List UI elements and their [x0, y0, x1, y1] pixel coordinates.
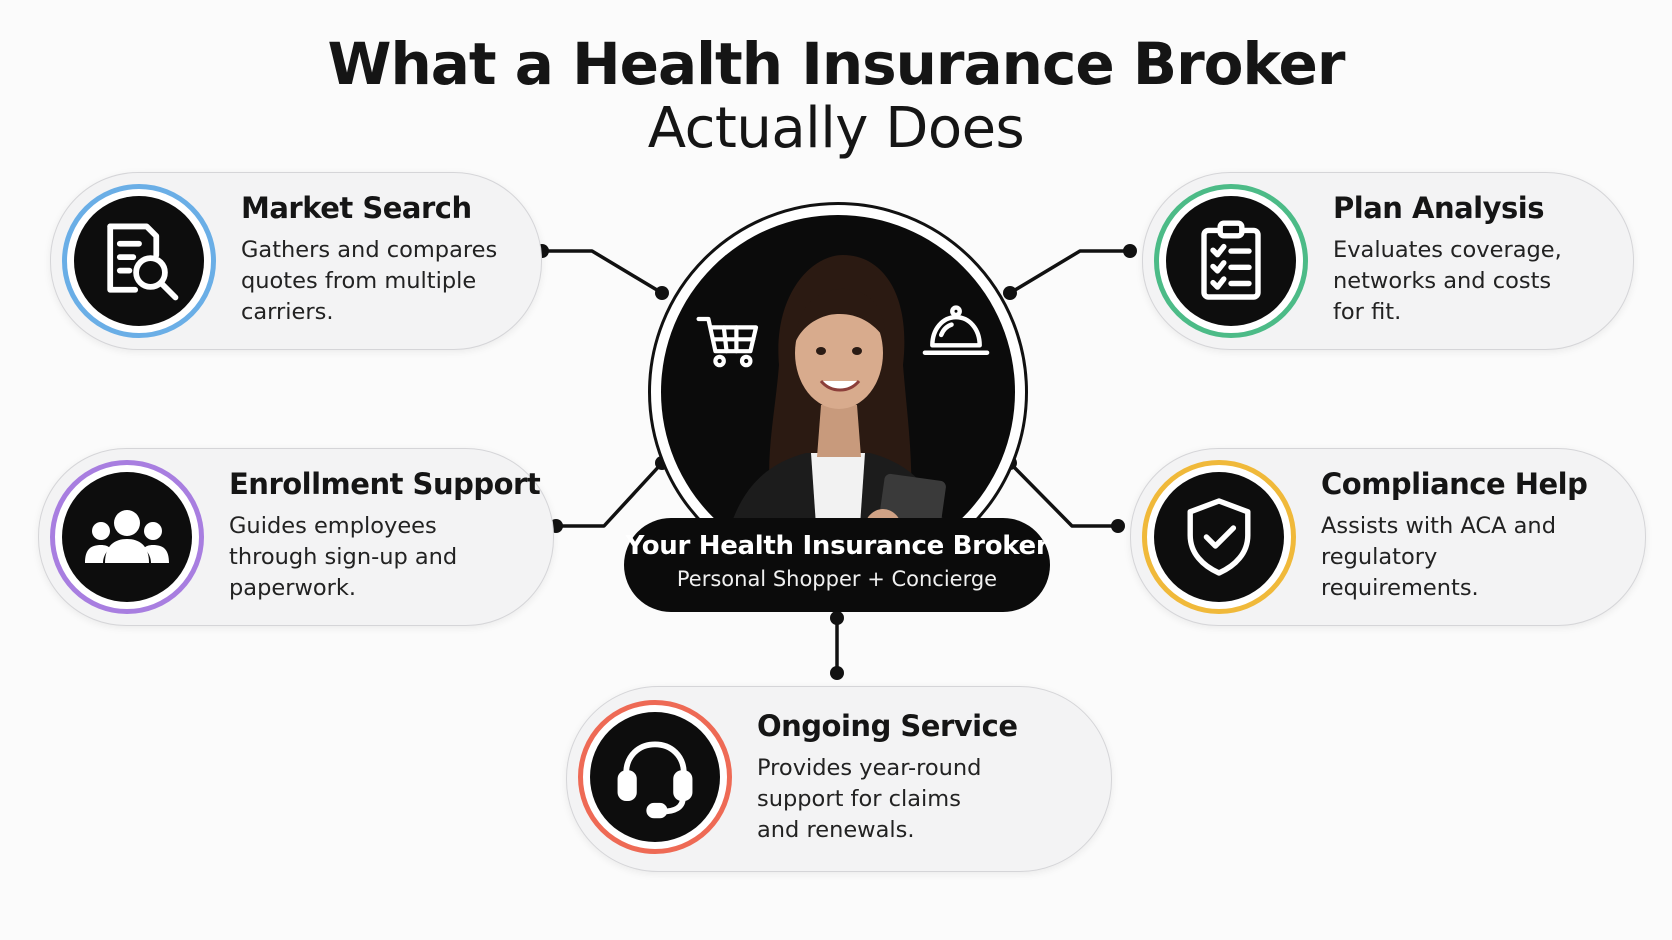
broker-label-subtitle: Personal Shopper + Concierge — [676, 567, 998, 591]
icon-ring — [578, 700, 732, 854]
page-title: What a Health Insurance Broker — [327, 30, 1345, 98]
connector-dot — [830, 666, 844, 680]
card-description: Gathers and compares quotes from multipl… — [241, 237, 498, 325]
card-plan-analysis: Plan Analysis Evaluates coverage, networ… — [1142, 172, 1634, 350]
connector-dot — [1003, 286, 1017, 300]
broker-portrait — [661, 215, 1015, 569]
connector-dot — [830, 611, 844, 625]
document-search-icon — [107, 223, 179, 301]
card-title: Ongoing Service — [757, 709, 1018, 743]
card-market-search: Market Search Gathers and compares quote… — [50, 172, 542, 350]
card-description: Guides employees through sign-up and pap… — [229, 513, 458, 601]
card-ongoing-service: Ongoing Service Provides year-round supp… — [566, 686, 1112, 872]
broker-label: Your Health Insurance Broker Personal Sh… — [624, 518, 1050, 612]
connector-enrollment-support — [556, 461, 664, 528]
icon-ring — [1142, 460, 1296, 614]
service-bell-icon — [922, 305, 990, 355]
headset-icon — [617, 741, 693, 819]
clipboard-checklist-icon — [1201, 220, 1261, 300]
page-subtitle: Actually Does — [647, 96, 1025, 161]
icon-ring — [50, 460, 204, 614]
shopping-cart-icon — [696, 316, 759, 368]
card-title: Plan Analysis — [1333, 191, 1544, 225]
connector-compliance-help — [1008, 461, 1118, 528]
connector-market-search — [542, 249, 663, 295]
card-compliance-help: Compliance Help Assists with ACA and reg… — [1130, 448, 1646, 626]
card-description: Provides year-round support for claims a… — [757, 755, 982, 843]
connector-dot — [1111, 519, 1125, 533]
people-group-icon — [85, 510, 169, 563]
shield-check-icon — [1187, 498, 1251, 576]
broker-figure — [721, 255, 955, 569]
card-title: Enrollment Support — [229, 467, 541, 501]
card-enrollment-support: Enrollment Support Guides employees thro… — [38, 448, 554, 626]
card-description: Evaluates coverage, networks and costs f… — [1333, 237, 1562, 325]
connector-plan-analysis — [1009, 249, 1130, 295]
broker-label-title: Your Health Insurance Broker — [625, 531, 1049, 561]
icon-ring — [62, 184, 216, 338]
card-description: Assists with ACA and regulatory requirem… — [1321, 513, 1556, 601]
icon-ring — [1154, 184, 1308, 338]
connector-dot — [655, 286, 669, 300]
card-title: Compliance Help — [1321, 467, 1588, 501]
connector-dot — [1123, 244, 1137, 258]
card-title: Market Search — [241, 191, 472, 225]
